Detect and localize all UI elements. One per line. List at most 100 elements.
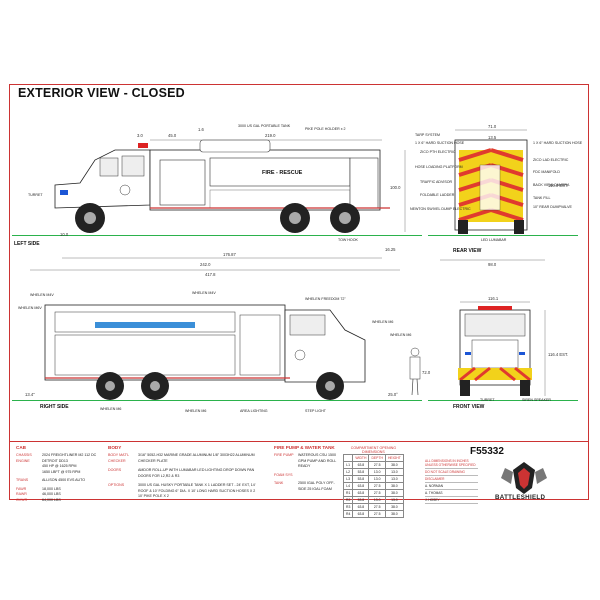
pump-v: WATEROUS CSU 1500 GPM PUMP AND ROLL READ… <box>298 453 337 468</box>
callout-r-7: AREA LIGHTING <box>240 409 268 413</box>
ground-line-left <box>12 235 422 237</box>
callout-dump: 10" REAR DUMPVALVE <box>533 205 572 209</box>
callout-r-6: WHELEN M6 <box>100 407 122 411</box>
cab-k: TRANS <box>16 478 29 482</box>
callout-fdc: FDC MANIFOLD <box>533 170 560 174</box>
pump-panel: FIRE PUMP & WATER TANK FIRE PUMP WATEROUS… <box>274 445 340 492</box>
title-block: ALL DIMENSIONS IN INCHES UNLESS OTHERWIS… <box>425 458 478 504</box>
callout-tarp: TARP SYSTEM <box>415 133 441 137</box>
dim-left-8: 242.0 <box>200 262 211 267</box>
battleshield-logo <box>501 462 547 494</box>
cab-k: FAWR <box>16 486 27 491</box>
pump-k: FIRE PUMP <box>274 453 294 457</box>
body-side-text: FIRE - RESCUE <box>262 170 303 176</box>
ground-line-rear <box>428 235 578 237</box>
cab-v: DETROIT DD13 <box>42 458 68 463</box>
tb-name: A. NORMAN <box>425 483 478 490</box>
callout-camera: BACK VIEW CAMERA <box>533 183 570 187</box>
body-k: OPTIONS <box>108 483 125 487</box>
dim-left-1: 45.0 <box>168 133 177 138</box>
cab-k: CHASSIS <box>16 453 32 457</box>
cab-v: 64,000 LBS <box>42 497 61 502</box>
brand-name: BATTLESHIELD <box>495 494 546 501</box>
compartment-caption: COMPARTMENT OPENING DIMENSIONS <box>350 446 397 454</box>
view-label-front: FRONT VIEW <box>453 404 485 410</box>
callout-lumabar: LED LUMABAR <box>481 238 507 242</box>
cab-k <box>16 470 42 476</box>
callout-r-1: WHELEN M6V <box>18 306 42 310</box>
callout-r-9: WHELEN M6 <box>185 409 207 413</box>
callout-newton: NEWTON SWIVEL DUMP ELECTRIC <box>410 207 471 211</box>
cab-v: 18,000 LBS <box>42 486 61 491</box>
callout-zico-lad: ZICO LAD ELECTRIC <box>533 158 569 162</box>
ground-line-right <box>12 400 422 402</box>
dim-rear-3: 98.0 <box>488 262 497 267</box>
cab-k: ENGINE <box>16 458 30 463</box>
cab-v: 1650 LBFT @ 975 RPM <box>42 469 81 474</box>
cab-v: 2024 FREIGHTLINER M2 112 DC <box>42 453 97 457</box>
body-v: 3000 US GAL HUSKY PORTABLE TANK X 1 LADD… <box>138 483 256 498</box>
callout-zico-pth: ZICO PTH ELECTRIC <box>420 150 456 154</box>
view-label-rear: REAR VIEW <box>453 248 482 254</box>
body-heading: BODY <box>108 445 122 450</box>
pump-heading: FIRE PUMP & WATER TANK <box>274 445 335 450</box>
dim-left-2: 1.6 <box>198 127 204 132</box>
dim-front-3: 25.0° <box>388 392 398 397</box>
dim-left-3: 219.0 <box>265 133 276 138</box>
callout-hose-platform: HOSE LOADING PLATFORM <box>415 165 463 169</box>
callout-suction-l: 1 X 6" HARD SUCTION HOSE <box>415 141 465 145</box>
tb-name: J. HOSEY <box>425 497 478 504</box>
view-label-right: RIGHT SIDE <box>40 404 69 410</box>
callout-siren: SIREN SPEAKER <box>522 398 551 402</box>
callout-pike-pole: PIKE POLE HOLDER x 2 <box>305 127 346 131</box>
callout-r-2: WHELEN M4V <box>192 291 216 295</box>
tb-note: DO NOT SCALE DRAWING <box>425 469 478 476</box>
ground-line-front <box>428 400 578 402</box>
model-number: F55332 <box>470 446 504 457</box>
tb-name: A. THOMAS <box>425 490 478 497</box>
cab-k: RAWR <box>16 492 27 496</box>
callout-traffic-advisor: TRAFFIC ADVISOR <box>420 180 453 184</box>
dim-rear-0: 71.0 <box>488 124 497 129</box>
callout-suction-r: 1 X 6" HARD SUCTION HOSE <box>533 141 583 145</box>
callout-tow-hook: TOW HOOK <box>338 238 358 242</box>
dim-left-7: 176.87 <box>223 252 236 257</box>
body-panel: BODY BODY MAT'L CHECKER 3/16" 5052-H32 MA… <box>108 445 268 500</box>
body-k: BODY MAT'L CHECKER <box>108 453 129 463</box>
dim-front-0: 116.1 <box>488 296 499 301</box>
callout-r-0: WHELEN M4V <box>30 293 54 297</box>
body-k: DOORS <box>108 468 122 472</box>
cab-heading: CAB <box>16 445 26 450</box>
spec-divider <box>10 441 588 442</box>
body-v: AMDOR ROLL-UP WITH LUMABAR LED LIGHTING … <box>138 468 255 478</box>
callout-r-4: WHELEN M6 <box>372 320 394 324</box>
callout-ladder: FOLDABLE LADDER <box>420 193 455 197</box>
callout-turret: TURRET <box>28 193 43 197</box>
tb-note: DISCLAIMER <box>425 476 478 483</box>
callout-front-turret: TURRET <box>480 398 495 402</box>
callout-r-8: STEP LIGHT <box>305 409 326 413</box>
cab-k: GVWR <box>16 497 28 502</box>
drawing-border <box>9 84 589 500</box>
tb-note: ALL DIMENSIONS IN INCHES UNLESS OTHERWIS… <box>425 458 478 469</box>
body-v: 3/16" 5052-H32 MARINE GRADE ALUMINUM 1/8… <box>138 453 255 463</box>
view-label-left: LEFT SIDE <box>14 241 40 247</box>
pump-k: TANK <box>274 481 284 485</box>
dim-rear-2: 116.0 EST. <box>548 183 569 188</box>
dim-right-0: 13.4" <box>25 392 35 397</box>
callout-portable-tank: 3000 US GAL PORTABLE TANK <box>238 124 291 128</box>
cab-v: 46,000 LBS <box>42 492 61 496</box>
pump-v: 2500 IGAL POLY OFF-SIDE 25 IGAL FOAM <box>298 481 335 491</box>
dim-left-9: 417.8 <box>205 272 216 277</box>
